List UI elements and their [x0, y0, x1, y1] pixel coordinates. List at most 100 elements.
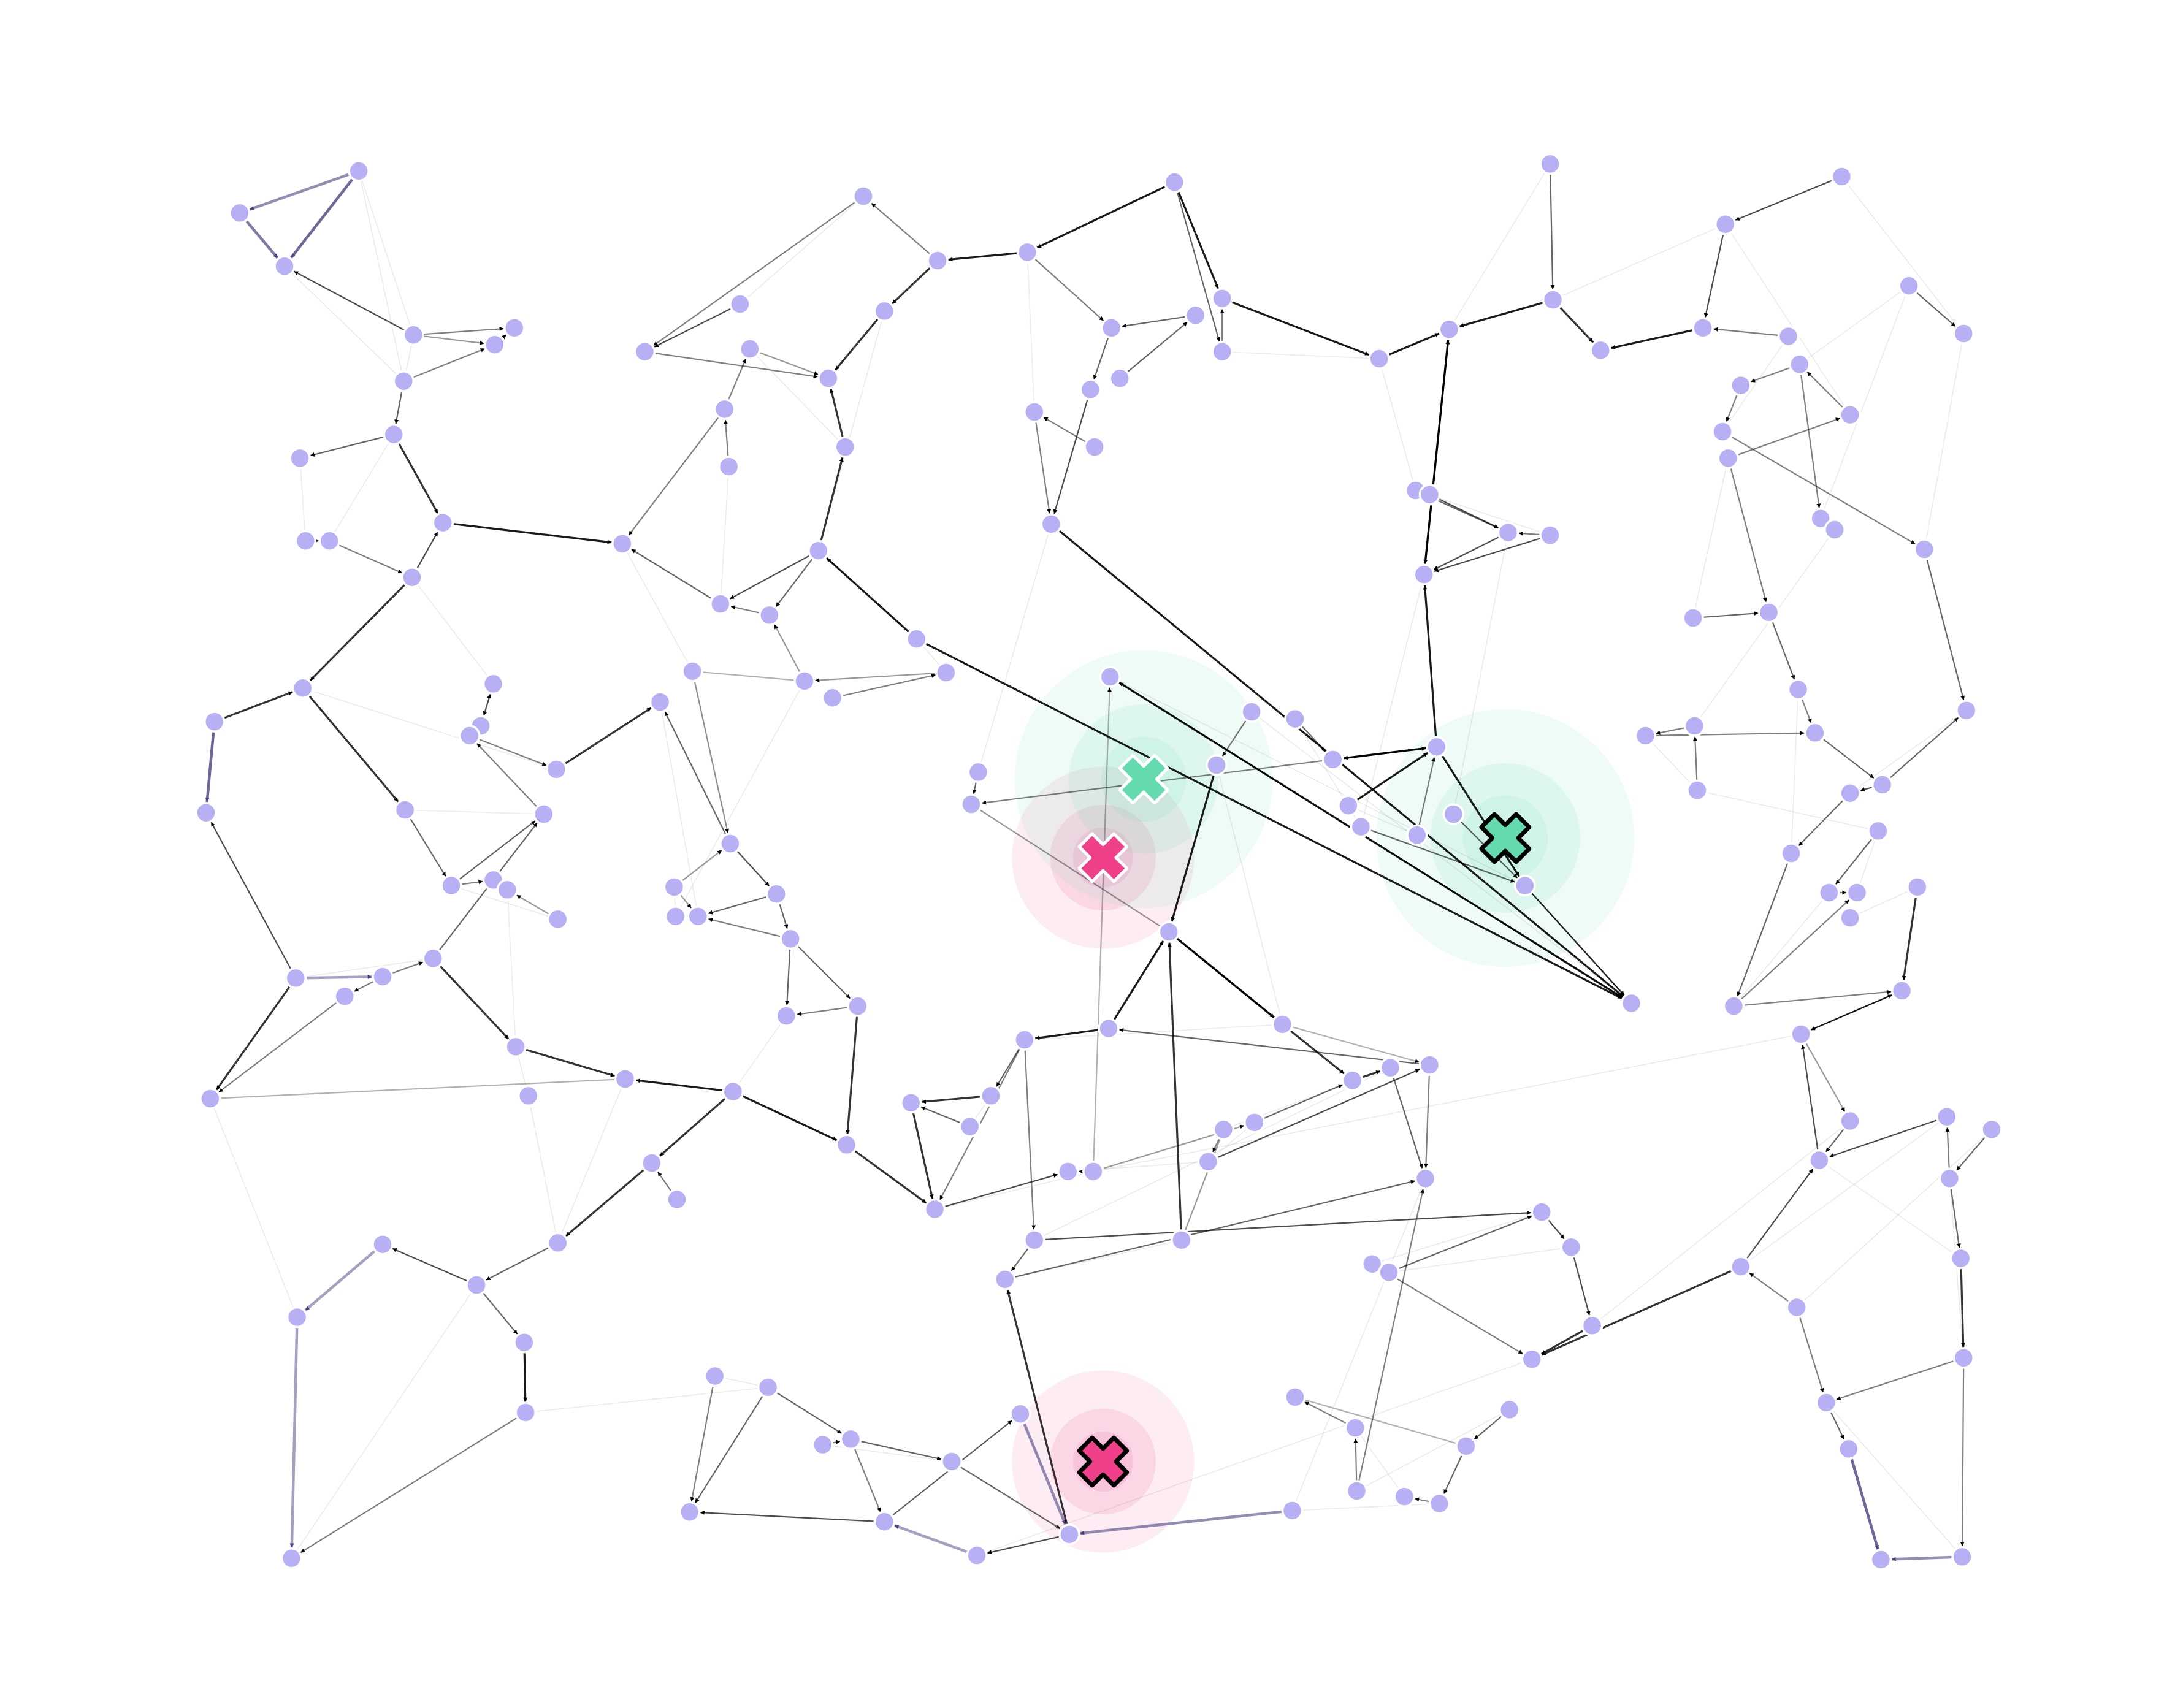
- graph-edge: [1547, 1219, 1565, 1240]
- graph-node: [1057, 1161, 1079, 1183]
- graph-node: [514, 1401, 537, 1424]
- graph-node: [873, 1511, 896, 1533]
- graph-edge: [289, 1325, 299, 1549]
- graph-node: [994, 1268, 1016, 1291]
- graph-edge: [391, 961, 424, 974]
- faint-edge: [1825, 1402, 1963, 1558]
- faint-edge: [720, 466, 730, 604]
- graph-edge: [979, 809, 1161, 927]
- faint-edge: [1552, 223, 1726, 300]
- graph-node: [852, 185, 874, 207]
- graph-node: [923, 1198, 946, 1221]
- graph-edge: [628, 416, 720, 536]
- graph-edge: [1531, 892, 1625, 996]
- graph-node: [1686, 779, 1708, 801]
- graph-edge: [304, 975, 373, 980]
- graph-edge: [1423, 338, 1450, 565]
- graph-node: [839, 1428, 862, 1451]
- graph-edge: [1122, 316, 1187, 328]
- graph-node: [1428, 1492, 1451, 1515]
- graph-edge: [1749, 1272, 1790, 1303]
- graph-edge: [891, 266, 932, 305]
- faint-edge: [411, 576, 494, 685]
- graph-node: [1581, 1314, 1604, 1337]
- graph-node: [1560, 1236, 1583, 1259]
- graph-node: [1345, 1480, 1368, 1502]
- graph-node: [703, 1365, 726, 1387]
- graph-edge: [830, 388, 844, 439]
- graph-edge: [1805, 1042, 1846, 1112]
- graph-node: [496, 879, 519, 901]
- graph-node: [199, 1088, 221, 1110]
- graph-node: [546, 1232, 569, 1254]
- graph-edge: [1518, 531, 1542, 536]
- graph-node: [1682, 607, 1704, 629]
- graph-node: [927, 250, 949, 272]
- faint-edge: [1448, 163, 1551, 330]
- faint-edge: [1849, 710, 1967, 794]
- faint-edge: [1694, 529, 1835, 726]
- graph-node: [1084, 436, 1106, 458]
- graph-edge: [564, 707, 652, 765]
- graph-edge: [223, 691, 294, 720]
- graph-node: [1040, 513, 1063, 535]
- graph-node: [1790, 1023, 1812, 1045]
- graph-edge: [304, 1249, 377, 1312]
- graph-edge: [438, 964, 510, 1040]
- graph-node: [1810, 507, 1832, 530]
- graph-edge: [1418, 757, 1435, 826]
- graph-edge: [354, 980, 375, 992]
- graph-edge: [1735, 179, 1833, 221]
- x-icon: [1118, 753, 1169, 805]
- graph-edge: [778, 902, 789, 929]
- graph-node: [1757, 601, 1780, 623]
- graph-node: [641, 1152, 663, 1174]
- x-icon: [1479, 812, 1532, 864]
- graph-edge: [1289, 1029, 1345, 1075]
- graph-node: [1951, 1546, 1973, 1568]
- graph-node: [980, 1085, 1002, 1107]
- faint-edge: [749, 348, 846, 448]
- graph-edge: [1112, 940, 1164, 1021]
- graph-edge: [1291, 1026, 1420, 1064]
- graph-edge: [741, 1094, 838, 1142]
- node-layer: [195, 153, 2003, 1571]
- graph-node: [1271, 1013, 1294, 1035]
- pink-x-marker-outlined: [1077, 1435, 1130, 1488]
- graph-edge: [1890, 1555, 1954, 1561]
- faint-edge: [358, 170, 415, 336]
- graph-edge: [524, 1048, 616, 1077]
- graph-edge: [412, 348, 486, 378]
- graph-edge: [1702, 611, 1759, 618]
- faint-edge: [1697, 790, 1879, 832]
- graph-edge: [1743, 989, 1892, 1006]
- graph-edge: [1171, 773, 1215, 923]
- graph-node: [1016, 241, 1039, 264]
- graph-node: [835, 1134, 858, 1156]
- graph-edge: [215, 985, 291, 1091]
- graph-edge: [1177, 190, 1219, 289]
- graph-edge: [397, 441, 439, 514]
- graph-node: [958, 1115, 981, 1138]
- graph-node: [1952, 322, 1975, 345]
- graph-node: [1197, 1151, 1220, 1173]
- graph-edge: [1358, 1188, 1424, 1482]
- graph-node: [1539, 153, 1561, 175]
- graph-node: [966, 1544, 988, 1566]
- graph-edge: [289, 177, 354, 259]
- graph-edge: [1361, 1070, 1381, 1078]
- graph-node: [1418, 484, 1441, 506]
- faint-edge: [527, 1095, 559, 1244]
- graph-edge: [205, 730, 215, 804]
- graph-edge: [1806, 371, 1844, 409]
- graph-edge: [1230, 300, 1370, 356]
- graph-edge: [659, 1097, 727, 1157]
- graph-node: [1711, 421, 1734, 443]
- graph-edge: [1830, 1411, 1845, 1440]
- graph-edge: [654, 308, 732, 348]
- graph-edge: [1212, 1137, 1220, 1153]
- graph-node: [1952, 1347, 1975, 1369]
- graph-node: [808, 539, 830, 562]
- faint-edge: [740, 196, 864, 305]
